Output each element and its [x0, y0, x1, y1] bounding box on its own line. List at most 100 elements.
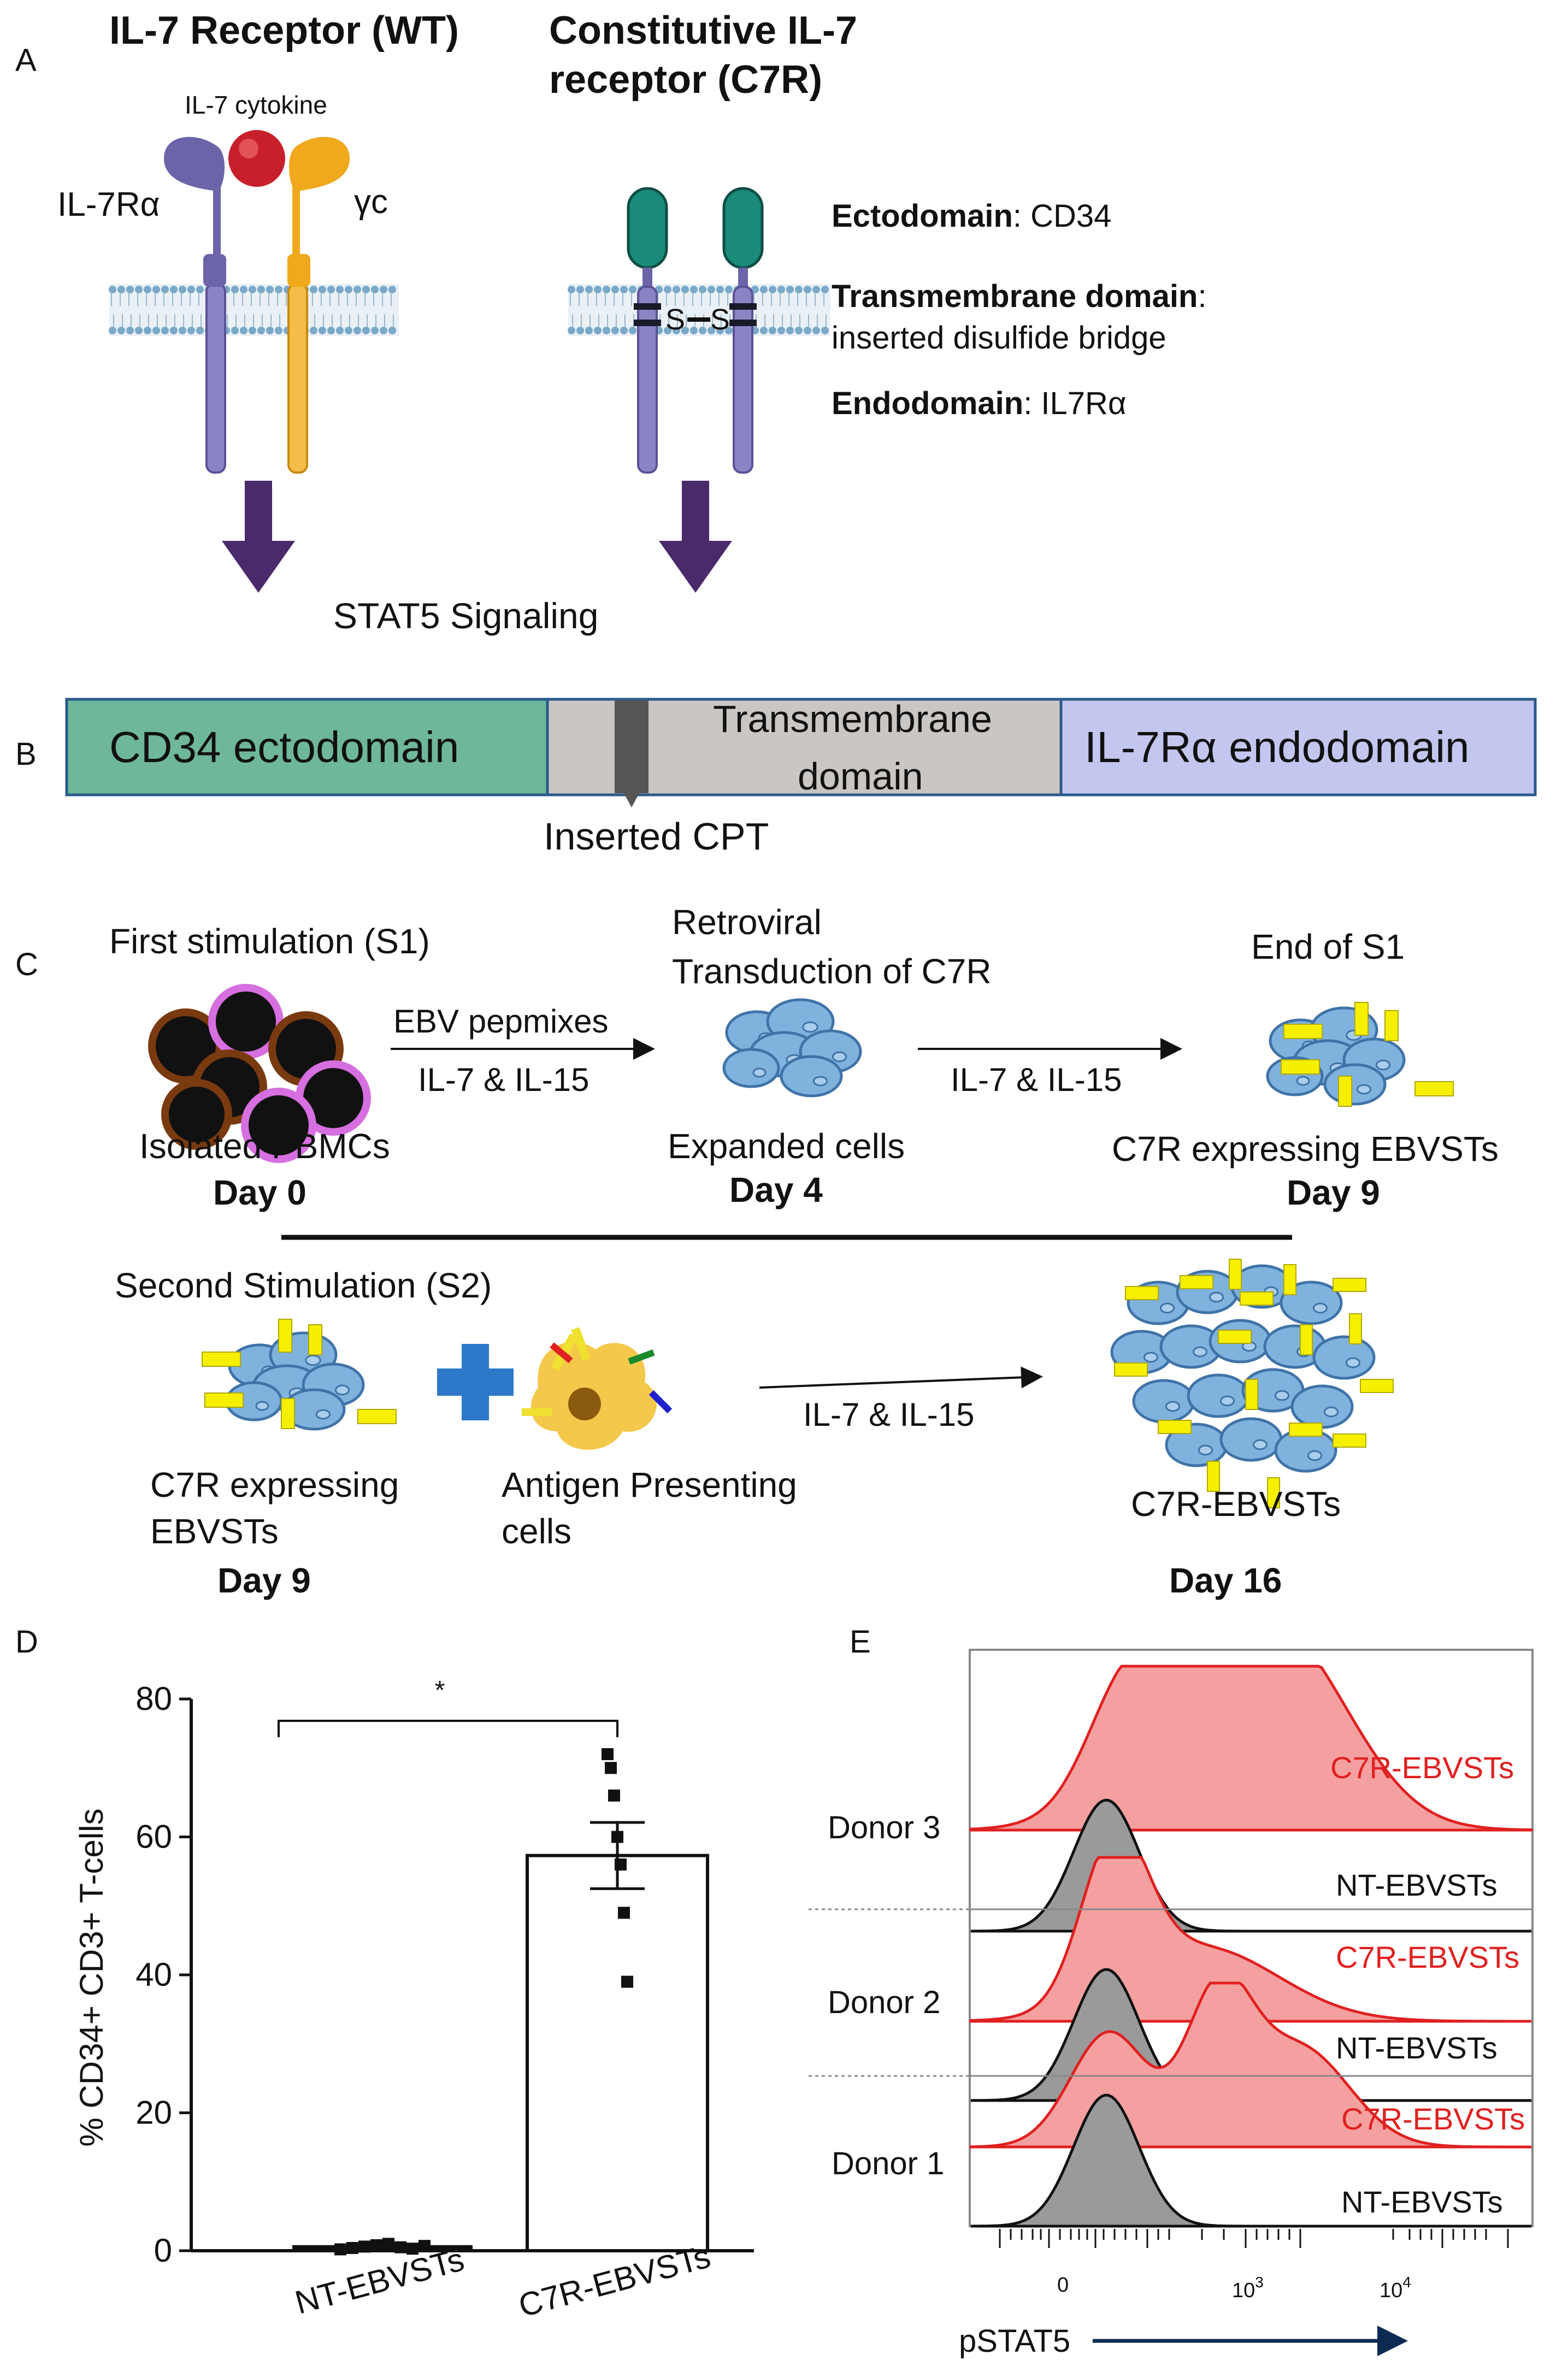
cell-membrane-wt — [109, 284, 399, 336]
wt-receptor-title: IL-7 Receptor (WT) — [109, 9, 459, 52]
antigen-presenting-cell-icon — [522, 1327, 673, 1450]
transmembrane-text: Transmembrane domain: — [832, 279, 1207, 314]
data-point — [621, 1975, 633, 1988]
cd34-ectodomain-label: CD34 ectodomain — [109, 723, 459, 771]
data-point — [382, 2238, 394, 2250]
process-arrow-3 — [759, 1366, 1043, 1389]
panel-c-label: C — [15, 947, 38, 982]
panel-a: A IL-7 Receptor (WT) Constitutive IL-7 r… — [15, 9, 1207, 636]
c7r-ebvst-final-caption: C7R-EBVSTs — [1131, 1484, 1341, 1524]
inserted-cpt-block — [615, 700, 649, 793]
disulfide-s-right: S — [710, 303, 730, 336]
signal-arrow-wt-icon — [222, 481, 295, 593]
panel-d: D % CD34+ CD3+ T-cells 020406080NT-EBVST… — [15, 1624, 754, 2324]
c7r-receptor-marker — [308, 1324, 322, 1355]
transmembrane-value: inserted disulfide bridge — [832, 320, 1166, 356]
x-tick-10e3: 103 — [1232, 2274, 1264, 2302]
apc-caption-1: Antigen Presenting — [502, 1465, 797, 1504]
c7r-label-donor1: C7R-EBVSTs — [1341, 2102, 1525, 2136]
cell-icon — [722, 1048, 780, 1088]
donor2-label: Donor 2 — [828, 1985, 940, 2020]
donor3-label: Donor 3 — [828, 1810, 940, 1845]
c7r-receptor-marker — [1207, 1461, 1220, 1492]
cell-icon — [1132, 1379, 1195, 1424]
x-axis-label: pSTAT5 — [959, 2323, 1070, 2359]
y-tick-label: 80 — [135, 1680, 172, 1717]
x-tick-label: NT-EBVSTs — [291, 2241, 468, 2321]
data-point — [605, 1762, 617, 1774]
panel-a-label: A — [15, 43, 37, 78]
data-point — [370, 2239, 382, 2251]
cell-icon — [780, 1055, 843, 1098]
gamma-c-label: γc — [354, 183, 388, 221]
c7r-receptor-marker — [1114, 1362, 1148, 1377]
c7r-receptor-marker — [278, 1319, 292, 1353]
c7r-receptor-marker — [1338, 1076, 1352, 1107]
c7r-receptor-marker — [1300, 1324, 1313, 1355]
retroviral-label-line1: Retroviral — [672, 902, 822, 942]
panel-e-label: E — [850, 1624, 871, 1660]
il7r-alpha-chain-icon — [164, 137, 226, 474]
y-tick-label: 60 — [135, 1819, 172, 1855]
c7r-receptor-marker — [1283, 1264, 1296, 1295]
disulfide-s-left: S — [665, 303, 685, 336]
c7r-label-donor2: C7R-EBVSTs — [1336, 1940, 1519, 1974]
significance-star: * — [435, 1676, 445, 1705]
c7r-receptor-marker — [1180, 1275, 1213, 1289]
retroviral-label-line2: Transduction of C7R — [672, 952, 992, 991]
pbmc-caption: Isolated PBMCs — [139, 1126, 390, 1166]
c7r-receptor-marker — [1360, 1379, 1394, 1393]
c7r-label-donor3: C7R-EBVSTs — [1330, 1750, 1514, 1785]
y-axis-label: % CD34+ CD3+ T-cells — [73, 1808, 110, 2146]
c7r-receptor-marker — [1333, 1433, 1366, 1448]
panel-c: C First stimulation (S1) Retroviral Tran… — [15, 902, 1499, 1600]
data-point — [394, 2241, 406, 2253]
c7r-receptor-marker — [202, 1352, 241, 1367]
data-point — [608, 1789, 620, 1802]
endodomain-text: Endodomain: IL7Rα — [832, 386, 1126, 421]
c7r-receptor-marker — [1384, 1010, 1399, 1041]
cell-icon — [1219, 1417, 1283, 1462]
c7r-receptor-marker — [1240, 1291, 1274, 1306]
day0-label: Day 0 — [213, 1173, 306, 1212]
histogram-overlays — [809, 1665, 1533, 2228]
c7r-receptor-marker — [1267, 1477, 1280, 1508]
significance-bracket — [278, 1720, 618, 1737]
c7r-receptor-marker — [1218, 1330, 1252, 1344]
cpt-pointer-icon — [624, 793, 639, 807]
apc-caption-2: cells — [502, 1512, 571, 1551]
end-s1-label: End of S1 — [1251, 927, 1405, 966]
data-point — [418, 2240, 431, 2252]
second-stimulation-label: Second Stimulation (S2) — [115, 1266, 492, 1305]
nt-label-donor1: NT-EBVSTs — [1341, 2185, 1503, 2219]
data-point — [618, 1907, 630, 1919]
c7r-receptor-marker — [1229, 1259, 1242, 1290]
signal-arrow-c7r-icon — [659, 481, 732, 593]
c7r-title-line1: Constitutive IL-7 — [549, 9, 857, 52]
cell-icon — [1187, 1373, 1250, 1418]
x-tick-zero: 0 — [1057, 2274, 1069, 2297]
c7r-receptor-icon — [627, 187, 764, 474]
arrow1-bottom-label: IL-7 & IL-15 — [418, 1061, 590, 1098]
arrow1-top-label: EBV pepmixes — [393, 1003, 609, 1040]
c7r-ebvst-s2-caption-1: C7R expressing — [150, 1465, 399, 1504]
data-point — [602, 1748, 614, 1760]
c7r-histogram — [969, 1665, 1533, 1832]
arrow2-label: IL-7 & IL-15 — [951, 1061, 1122, 1098]
c7r-receptor-marker — [1281, 1059, 1320, 1075]
c7r-receptor-marker — [1333, 1278, 1366, 1292]
c7r-title-line2: receptor (C7R) — [549, 58, 822, 102]
data-point — [358, 2240, 370, 2253]
il7r-endodomain-label: IL-7Rα endodomain — [1084, 723, 1469, 771]
c7r-receptor-marker — [204, 1393, 244, 1408]
c7r-receptor-marker — [1349, 1313, 1362, 1344]
il7r-endodomain-segment — [1059, 698, 1537, 796]
cell-icon — [1323, 1063, 1387, 1106]
c7r-receptor-marker — [1354, 1002, 1369, 1036]
donor1-label: Donor 1 — [832, 2146, 944, 2181]
c7r-receptor-marker — [1125, 1286, 1159, 1300]
x-tick-10e4: 104 — [1380, 2274, 1411, 2302]
c7r-ebvst-large-cluster-icon — [1110, 1259, 1394, 1508]
plus-icon — [437, 1344, 514, 1420]
